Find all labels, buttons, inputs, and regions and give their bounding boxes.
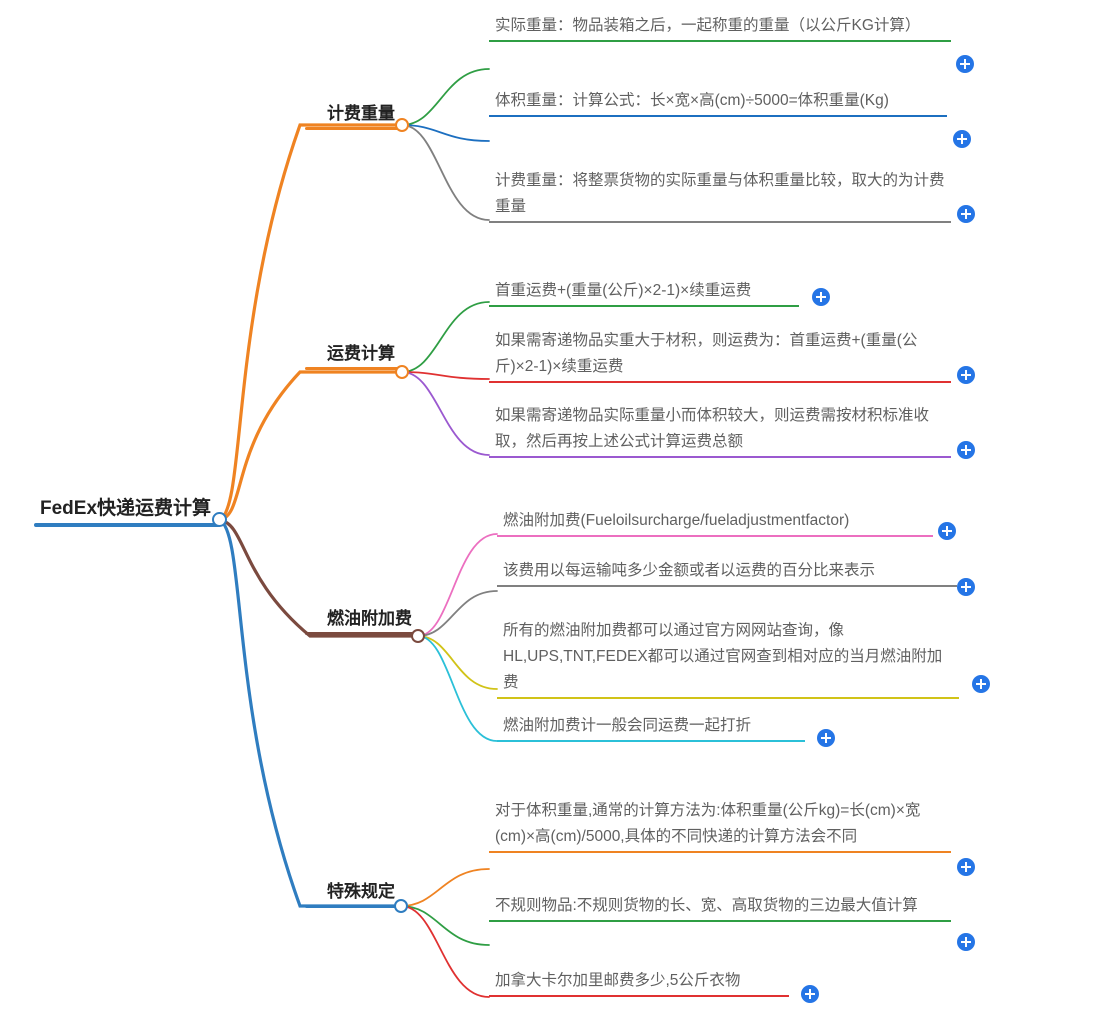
leaf-node-1-1-text: 实际重量：物品装箱之后，一起称重的重量（以公斤KG计算） [495, 17, 921, 34]
leaf-node-1-1[interactable]: 实际重量：物品装箱之后，一起称重的重量（以公斤KG计算） [489, 13, 951, 42]
expand-button-4-3[interactable] [801, 985, 819, 1003]
leaf-node-4-1-text: 对于体积重量,通常的计算方法为:体积重量(公斤kg)=长(cm)×宽(cm)×高… [495, 802, 921, 845]
leaf-node-4-3-text: 加拿大卡尔加里邮费多少,5公斤衣物 [495, 972, 741, 989]
leaf-node-1-3-text: 计费重量：将整票货物的实际重量与体积重量比较，取大的为计费重量 [495, 172, 945, 215]
branch-node-4-underline [305, 905, 401, 908]
expand-button-1-1[interactable] [956, 55, 974, 73]
leaf-node-3-3[interactable]: 所有的燃油附加费都可以通过官方网网站查询，像HL,UPS,TNT,FEDEX都可… [497, 618, 959, 699]
leaf-node-3-3-underline [497, 697, 959, 699]
leaf-node-4-1[interactable]: 对于体积重量,通常的计算方法为:体积重量(公斤kg)=长(cm)×宽(cm)×高… [489, 798, 951, 853]
leaf-node-4-3[interactable]: 加拿大卡尔加里邮费多少,5公斤衣物 [489, 968, 789, 997]
leaf-node-3-2[interactable]: 该费用以每运输吨多少金额或者以运费的百分比来表示 [497, 558, 957, 587]
expand-button-3-1[interactable] [938, 522, 956, 540]
leaf-node-3-4-underline [497, 740, 805, 742]
leaf-node-3-4-text: 燃油附加费计一般会同运费一起打折 [503, 717, 752, 734]
branch-node-4[interactable]: 特殊规定 [305, 881, 401, 908]
root-node-label: FedEx快递运费计算 [40, 498, 212, 519]
branch-node-3-dot[interactable] [411, 629, 425, 643]
expand-button-2-3[interactable] [957, 441, 975, 459]
expand-button-1-2[interactable] [953, 130, 971, 148]
expand-button-3-2[interactable] [957, 578, 975, 596]
branch-node-2[interactable]: 运费计算 [305, 343, 401, 370]
expand-button-3-4[interactable] [817, 729, 835, 747]
branch-node-1-underline [305, 127, 401, 130]
leaf-node-4-1-underline [489, 851, 951, 853]
leaf-node-2-1-underline [489, 305, 799, 307]
leaf-node-3-2-text: 该费用以每运输吨多少金额或者以运费的百分比来表示 [503, 562, 876, 579]
root-node-underline [34, 523, 220, 527]
expand-button-2-1[interactable] [812, 288, 830, 306]
leaf-node-4-2[interactable]: 不规则物品:不规则货物的长、宽、高取货物的三边最大值计算 [489, 893, 951, 922]
branch-node-3-underline [305, 632, 418, 635]
leaf-node-2-2[interactable]: 如果需寄递物品实重大于材积，则运费为：首重运费+(重量(公斤)×2-1)×续重运… [489, 328, 951, 383]
branch-node-4-dot[interactable] [394, 899, 408, 913]
leaf-node-2-2-text: 如果需寄递物品实重大于材积，则运费为：首重运费+(重量(公斤)×2-1)×续重运… [495, 332, 918, 375]
expand-button-1-3[interactable] [957, 205, 975, 223]
branch-node-2-label: 运费计算 [327, 344, 395, 363]
leaf-node-1-3[interactable]: 计费重量：将整票货物的实际重量与体积重量比较，取大的为计费重量 [489, 168, 951, 223]
leaf-node-4-2-text: 不规则物品:不规则货物的长、宽、高取货物的三边最大值计算 [495, 897, 918, 914]
expand-button-4-1[interactable] [957, 858, 975, 876]
branch-node-2-underline [305, 367, 401, 370]
leaf-node-4-3-underline [489, 995, 789, 997]
leaf-node-3-4[interactable]: 燃油附加费计一般会同运费一起打折 [497, 713, 805, 742]
branch-node-1-label: 计费重量 [327, 104, 395, 123]
leaf-node-4-2-underline [489, 920, 951, 922]
expand-button-3-3[interactable] [972, 675, 990, 693]
leaf-node-3-2-underline [497, 585, 957, 587]
expand-button-2-2[interactable] [957, 366, 975, 384]
branch-node-2-dot[interactable] [395, 365, 409, 379]
root-node[interactable]: FedEx快递运费计算 [34, 497, 220, 527]
leaf-node-1-1-underline [489, 40, 951, 42]
expand-button-4-2[interactable] [957, 933, 975, 951]
leaf-node-2-3-underline [489, 456, 951, 458]
leaf-node-2-3[interactable]: 如果需寄递物品实际重量小而体积较大，则运费需按材积标准收取，然后再按上述公式计算… [489, 403, 951, 458]
root-node-dot[interactable] [212, 512, 227, 527]
leaf-node-1-2[interactable]: 体积重量：计算公式：长×宽×高(cm)÷5000=体积重量(Kg) [489, 88, 947, 117]
leaf-node-2-1-text: 首重运费+(重量(公斤)×2-1)×续重运费 [495, 282, 752, 299]
leaf-node-3-1-underline [497, 535, 933, 537]
leaf-node-1-2-underline [489, 115, 947, 117]
leaf-node-2-3-text: 如果需寄递物品实际重量小而体积较大，则运费需按材积标准收取，然后再按上述公式计算… [495, 407, 930, 450]
branch-node-1-dot[interactable] [395, 118, 409, 132]
branch-node-3[interactable]: 燃油附加费 [305, 608, 418, 635]
leaf-node-3-1-text: 燃油附加费(Fueloilsurcharge/fueladjustmentfac… [503, 512, 850, 529]
leaf-node-2-2-underline [489, 381, 951, 383]
leaf-node-1-3-underline [489, 221, 951, 223]
leaf-node-1-2-text: 体积重量：计算公式：长×宽×高(cm)÷5000=体积重量(Kg) [495, 92, 889, 109]
leaf-node-3-1[interactable]: 燃油附加费(Fueloilsurcharge/fueladjustmentfac… [497, 508, 933, 537]
branch-node-4-label: 特殊规定 [327, 882, 395, 901]
branch-node-1[interactable]: 计费重量 [305, 103, 401, 130]
leaf-node-3-3-text: 所有的燃油附加费都可以通过官方网网站查询，像HL,UPS,TNT,FEDEX都可… [503, 622, 943, 691]
branch-node-3-label: 燃油附加费 [327, 609, 412, 628]
leaf-node-2-1[interactable]: 首重运费+(重量(公斤)×2-1)×续重运费 [489, 278, 799, 307]
